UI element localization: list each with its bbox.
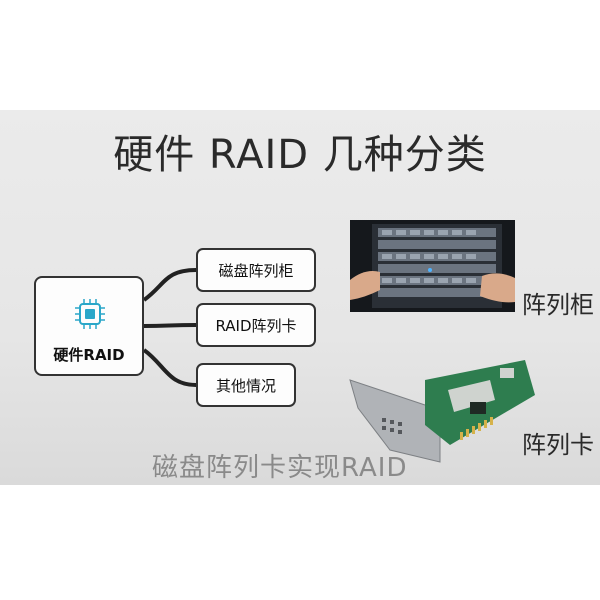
raid-card-photo (330, 350, 540, 470)
mindmap-connectors (142, 268, 197, 387)
video-subtitle: 磁盘阵列卡实现RAID (152, 453, 408, 483)
hardware-raid-node: 硬件RAID (34, 276, 144, 376)
server-rack-photo (350, 220, 515, 312)
hardware-raid-label: 硬件RAID (53, 346, 125, 364)
connector-line-2 (143, 323, 197, 328)
branch-disk-array-cabinet: 磁盘阵列柜 (196, 248, 316, 292)
branch-other-cases: 其他情况 (196, 363, 296, 407)
rack-image-label: 阵列柜 (522, 291, 594, 319)
branch-raid-array-card: RAID阵列卡 (196, 303, 316, 347)
slide-title: 硬件 RAID 几种分类 (113, 132, 487, 178)
card-image-label: 阵列卡 (522, 431, 594, 459)
video-slide: 硬件 RAID 几种分类 硬件RAID 磁盘阵列柜 RAID阵列卡 其他情况 (0, 110, 600, 485)
connector-line-1 (142, 268, 197, 302)
chip-icon (75, 299, 105, 329)
connector-line-3 (142, 348, 197, 387)
